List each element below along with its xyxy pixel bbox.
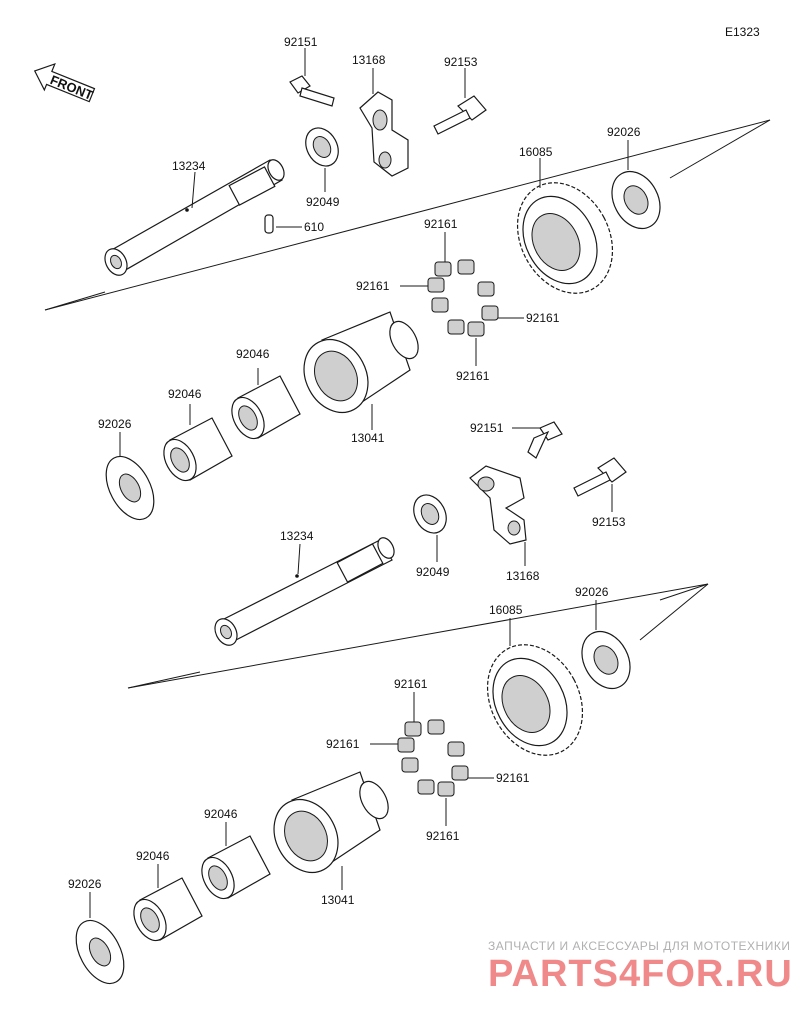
label-bolt-b-lower: 92153 <box>592 515 626 529</box>
bolt-92151[interactable] <box>289 75 335 107</box>
label-bearing-a: 92046 <box>236 347 270 361</box>
label-shaft-lower: 13234 <box>280 529 314 543</box>
diagram-code: E1323 <box>725 25 760 39</box>
label-gear: 16085 <box>519 145 553 159</box>
label-damper-right-lower: 92161 <box>496 771 530 785</box>
label-damper-top-lower: 92161 <box>394 677 428 691</box>
watermark-tagline: ЗАПЧАСТИ И АКСЕССУАРЫ ДЛЯ МОТОТЕХНИКИ <box>488 939 790 953</box>
label-bearing-b: 92046 <box>168 387 202 401</box>
label-damper-left-lower: 92161 <box>326 737 360 751</box>
label-washer-right-lower: 92026 <box>575 585 609 599</box>
label-damper-right: 92161 <box>526 311 560 325</box>
label-gear-lower: 16085 <box>489 603 523 617</box>
label-oil-seal-lower: 92049 <box>416 565 450 579</box>
bearing-92046-b[interactable] <box>157 417 233 486</box>
label-bolt-a-lower: 92151 <box>470 421 504 435</box>
label-hub-lower: 13041 <box>321 893 355 907</box>
label-holder-lower: 13168 <box>506 569 540 583</box>
label-pin: 610 <box>304 220 324 234</box>
label-washer-right: 92026 <box>607 125 641 139</box>
watermark-logo: PARTS4FOR.RU <box>488 953 793 995</box>
front-label: FRONT <box>48 72 95 103</box>
gear-16085[interactable] <box>499 166 631 310</box>
label-bolt-a: 92151 <box>284 35 318 49</box>
gear-16085-lower[interactable] <box>469 628 601 772</box>
label-bolt-b: 92153 <box>444 55 478 69</box>
shaft-13234-lower[interactable] <box>211 535 398 649</box>
oil-seal-92049-lower[interactable] <box>407 489 452 538</box>
holder-13168[interactable] <box>359 91 409 177</box>
bearing-92046-a-lower[interactable] <box>195 835 271 904</box>
label-washer-left: 92026 <box>98 417 132 431</box>
label-damper-bottom: 92161 <box>456 369 490 383</box>
washer-92026-left-lower[interactable] <box>66 913 133 992</box>
bearing-92046-b-lower[interactable] <box>127 877 203 946</box>
label-damper-top: 92161 <box>424 217 458 231</box>
label-damper-bottom-lower: 92161 <box>426 829 460 843</box>
hub-13041[interactable] <box>292 311 424 424</box>
shaft-13234[interactable] <box>101 157 288 279</box>
bolt-92153-lower[interactable] <box>573 457 627 497</box>
lower-assembly: 13234 92049 92151 13168 92153 <box>66 421 709 992</box>
washer-92026-right[interactable] <box>602 163 669 237</box>
oil-seal-92049[interactable] <box>299 122 344 171</box>
label-washer-left-lower: 92026 <box>68 877 102 891</box>
washer-92026-right-lower[interactable] <box>572 623 639 697</box>
label-bearing-b-lower: 92046 <box>136 849 170 863</box>
label-bearing-a-lower: 92046 <box>204 807 238 821</box>
damper-92161[interactable] <box>427 259 499 337</box>
damper-92161-lower[interactable] <box>397 719 469 797</box>
label-holder: 13168 <box>352 53 386 67</box>
washer-92026-left[interactable] <box>96 449 163 528</box>
bearing-92046-a[interactable] <box>225 375 301 444</box>
pin-610[interactable] <box>264 214 274 234</box>
front-arrow-icon: FRONT <box>33 62 96 103</box>
label-hub: 13041 <box>351 431 385 445</box>
upper-assembly: 13234 610 92049 92151 13168 <box>44 35 771 528</box>
label-shaft: 13234 <box>172 159 206 173</box>
label-oil-seal: 92049 <box>306 195 340 209</box>
bolt-92153[interactable] <box>433 95 487 135</box>
label-damper-left: 92161 <box>356 279 390 293</box>
bolt-92151-lower[interactable] <box>527 421 563 459</box>
hub-13041-lower[interactable] <box>262 771 394 884</box>
holder-13168-lower[interactable] <box>469 465 527 545</box>
